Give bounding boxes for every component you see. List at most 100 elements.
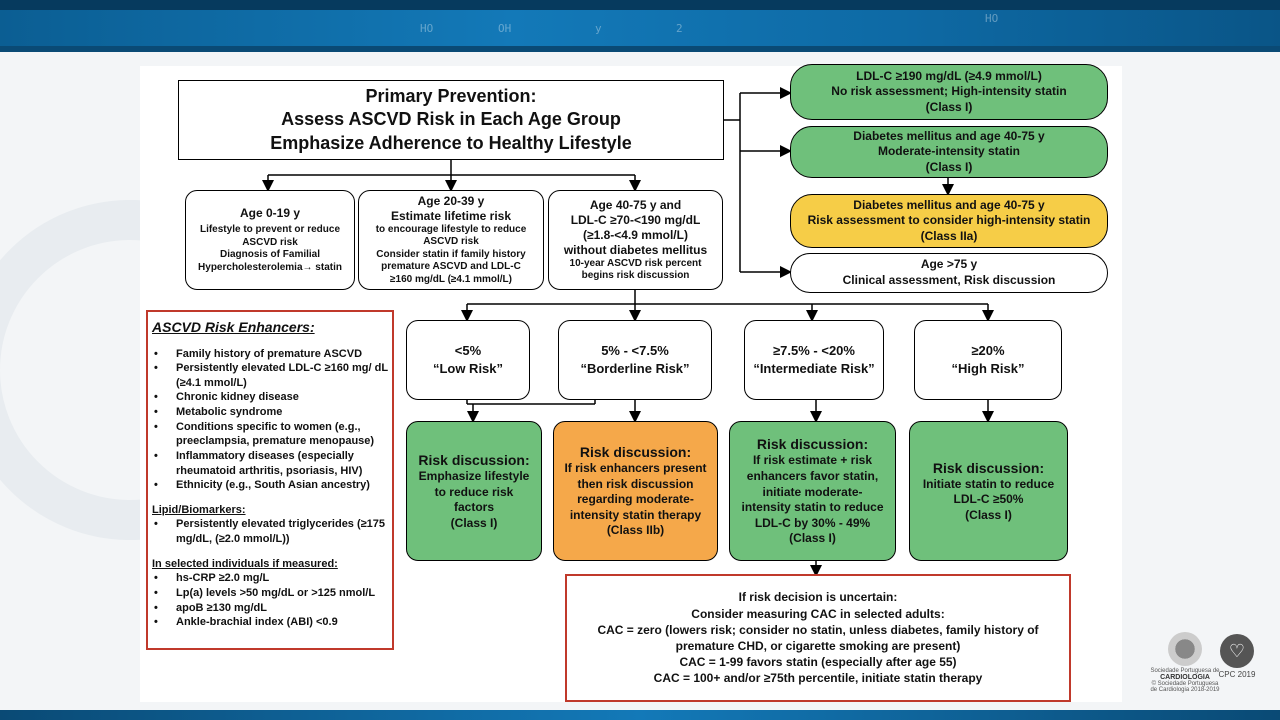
discussion-line: (Class I): [965, 507, 1012, 522]
society-name: CARDIOLOGIA: [1160, 674, 1210, 681]
list-item: hs-CRP ≥2.0 mg/L: [154, 571, 388, 586]
age-line: Diagnosis of Familial: [219, 249, 321, 260]
right-line: Diabetes mellitus and age 40-75 y: [853, 197, 1045, 212]
risk-range: <5%: [454, 343, 482, 359]
age-line: Lifestyle to prevent or reduce: [199, 224, 341, 235]
right-line: (Class I): [925, 99, 973, 114]
risk-label: “Intermediate Risk”: [753, 361, 875, 376]
age-40-75-box: Age 40-75 y and LDL-C ≥70-<190 mg/dL (≥1…: [548, 190, 723, 290]
risk-range: ≥7.5% - <20%: [773, 343, 855, 359]
right-line: LDL-C ≥190 mg/dL (≥4.9 mmol/L): [856, 68, 1042, 83]
low-risk-box: <5% “Low Risk”: [406, 320, 530, 400]
age-heading: Age 20-39 y: [417, 193, 485, 208]
risk-label: “Low Risk”: [432, 361, 504, 376]
risk-label: “Borderline Risk”: [580, 361, 690, 376]
discussion-line: Emphasize lifestyle: [418, 468, 530, 483]
banner-formula: 2: [676, 22, 683, 35]
discussion-line: If risk estimate + risk: [752, 453, 873, 468]
risk-label: “High Risk”: [951, 361, 1025, 376]
age-over-75-box: Age >75 y Clinical assessment, Risk disc…: [790, 253, 1108, 293]
cac-line: Consider measuring CAC in selected adult…: [691, 606, 945, 621]
age-heading: Age 0-19 y: [239, 206, 301, 220]
selected-individuals-title: In selected individuals if measured:: [152, 557, 338, 570]
banner-formula: OH: [498, 22, 512, 35]
discussion-line: enhancers favor statin,: [746, 468, 879, 483]
title-line: Emphasize Adherence to Healthy Lifestyle: [270, 132, 632, 153]
right-line: Moderate-intensity statin: [877, 144, 1021, 159]
banner-formula: y: [595, 22, 602, 35]
cac-line: CAC = 1-99 favors statin (especially aft…: [679, 655, 957, 670]
right-line: (Class IIa): [920, 228, 978, 243]
discussion-heading: Risk discussion:: [756, 436, 869, 453]
cpc-logo: ♡ CPC 2019: [1212, 634, 1262, 679]
risk-enhancers-panel: ASCVD Risk Enhancers: Family history of …: [146, 310, 394, 650]
discussion-heading: Risk discussion:: [932, 459, 1045, 476]
diabetes-moderate-box: Diabetes mellitus and age 40-75 y Modera…: [790, 126, 1108, 178]
list-item: Metabolic syndrome: [154, 405, 388, 420]
list-item: Chronic kidney disease: [154, 390, 388, 405]
right-line: Clinical assessment, Risk discussion: [842, 273, 1056, 287]
banner-formula: HO: [985, 12, 999, 25]
cac-line: CAC = zero (lowers risk; consider no sta…: [597, 622, 1039, 637]
right-line: No risk assessment; High-intensity stati…: [831, 84, 1067, 99]
society-label: Sociedade Portuguesa de: [1150, 668, 1220, 674]
discussion-line: initiate moderate-: [762, 484, 863, 499]
list-item: apoB ≥130 mg/dL: [154, 601, 388, 616]
age-line: Hypercholesterolemia→ statin: [198, 261, 342, 273]
borderline-risk-discussion: Risk discussion: If risk enhancers prese…: [553, 421, 718, 561]
high-risk-discussion: Risk discussion: Initiate statin to redu…: [909, 421, 1068, 561]
event-label: CPC 2019: [1218, 670, 1256, 679]
right-line: Diabetes mellitus and age 40-75 y: [853, 128, 1045, 143]
discussion-line: If risk enhancers present: [564, 461, 707, 476]
list-item: Family history of premature ASCVD: [154, 347, 388, 362]
age-line: begins risk discussion: [581, 270, 690, 281]
low-risk-discussion: Risk discussion: Emphasize lifestyle to …: [406, 421, 542, 561]
age-subheading: Estimate lifetime risk: [390, 208, 512, 223]
high-risk-box: ≥20% “High Risk”: [914, 320, 1062, 400]
list-item: Lp(a) levels >50 mg/dL or >125 nmol/L: [154, 586, 388, 601]
cac-line: CAC = 100+ and/or ≥75th percentile, init…: [653, 671, 983, 686]
enhancers-title: ASCVD Risk Enhancers:: [152, 319, 315, 335]
title-line: Assess ASCVD Risk in Each Age Group: [281, 109, 621, 130]
lipid-biomarkers-title: Lipid/Biomarkers:: [152, 503, 246, 516]
risk-range: ≥20%: [971, 343, 1005, 359]
spc-logo: Sociedade Portuguesa de CARDIOLOGIA © So…: [1150, 632, 1220, 693]
right-line: (Class I): [925, 159, 973, 174]
cac-line: premature CHD, or cigarette smoking are …: [675, 639, 961, 653]
list-item: Persistently elevated LDL-C ≥160 mg/ dL …: [154, 361, 388, 390]
header-banner: HO OH HO y 2: [0, 0, 1280, 52]
age-heading: (≥1.8-<4.9 mmol/L): [583, 227, 688, 242]
selected-list: hs-CRP ≥2.0 mg/L Lp(a) levels >50 mg/dL …: [152, 571, 388, 630]
banner-formula: HO: [420, 22, 434, 35]
ldl-190-box: LDL-C ≥190 mg/dL (≥4.9 mmol/L) No risk a…: [790, 64, 1108, 120]
heart-seal-icon: [1168, 632, 1202, 666]
discussion-line: (Class I): [789, 531, 836, 546]
risk-range: 5% - <7.5%: [601, 343, 669, 359]
list-item: Persistently elevated triglycerides (≥17…: [154, 517, 388, 546]
age-heading: without diabetes mellitus: [563, 242, 708, 257]
age-line: 10-year ASCVD risk percent: [569, 257, 702, 269]
discussion-heading: Risk discussion:: [418, 451, 530, 468]
list-item: Ethnicity (e.g., South Asian ancestry): [154, 478, 388, 493]
discussion-line: factors: [453, 500, 494, 515]
age-0-19-box: Age 0-19 y Lifestyle to prevent or reduc…: [185, 190, 355, 290]
list-item: Conditions specific to women (e.g., pree…: [154, 420, 388, 449]
list-item: Inflammatory diseases (especially rheuma…: [154, 449, 388, 478]
discussion-line: regarding moderate-: [577, 492, 694, 507]
title-line: Primary Prevention:: [365, 85, 537, 106]
discussion-line: Initiate statin to reduce: [922, 476, 1055, 491]
right-line: Risk assessment to consider high-intensi…: [807, 213, 1091, 228]
age-line: Consider statin if family history: [376, 248, 526, 260]
age-20-39-box: Age 20-39 y Estimate lifetime risk to en…: [358, 190, 544, 290]
footer-bar: [0, 710, 1280, 720]
intermediate-risk-discussion: Risk discussion: If risk estimate + risk…: [729, 421, 896, 561]
discussion-line: LDL-C by 30% - 49%: [754, 515, 871, 530]
discussion-line: then risk discussion: [577, 476, 694, 491]
age-line: premature ASCVD and LDL-C: [381, 261, 521, 273]
discussion-line: (Class I): [450, 515, 498, 530]
enhancers-list: Family history of premature ASCVD Persis…: [152, 347, 388, 493]
discussion-line: (Class IIb): [606, 523, 665, 538]
discussion-line: to reduce risk: [434, 484, 514, 499]
list-item: Ankle-brachial index (ABI) <0.9: [154, 615, 388, 630]
borderline-risk-box: 5% - <7.5% “Borderline Risk”: [558, 320, 712, 400]
